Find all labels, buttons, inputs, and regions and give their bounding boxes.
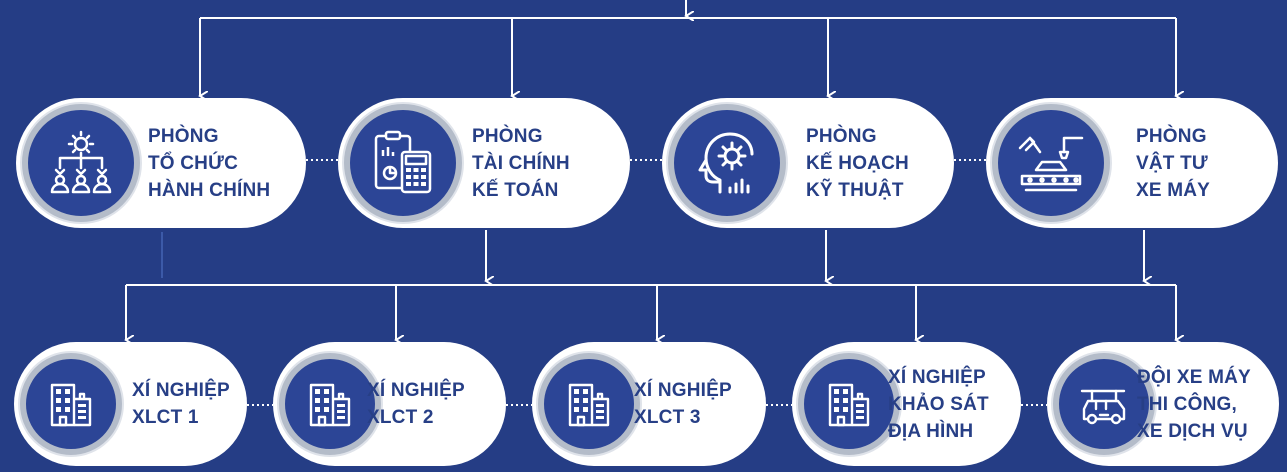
department-tckt-label: PHÒNG TÀI CHÍNH KẾ TOÁN	[472, 125, 570, 201]
department-tchc-label: PHÒNG TỔ CHỨC HÀNH CHÍNH	[148, 125, 271, 201]
truck-icon	[1080, 389, 1126, 425]
unit-xlct3-label: XÍ NGHIỆP XLCT 3	[634, 380, 732, 428]
unit-ksdh[interactable]: XÍ NGHIỆP KHẢO SÁT ĐỊA HÌNH	[792, 342, 1021, 466]
department-tchc[interactable]: PHÒNG TỔ CHỨC HÀNH CHÍNH	[16, 98, 306, 228]
department-tckt[interactable]: PHÒNG TÀI CHÍNH KẾ TOÁN	[338, 98, 630, 228]
org-structure-icon	[50, 130, 112, 194]
building-icon	[309, 383, 351, 427]
unit-xlct2[interactable]: XÍ NGHIỆP XLCT 2	[273, 342, 506, 466]
building-icon	[828, 383, 870, 427]
unit-xlct3[interactable]: XÍ NGHIỆP XLCT 3	[532, 342, 766, 466]
accounting-icon	[374, 130, 432, 194]
unit-xlct2-label: XÍ NGHIỆP XLCT 2	[367, 380, 465, 428]
unit-dxm[interactable]: ĐỘI XE MÁY THI CÔNG, XE DỊCH VỤ	[1047, 342, 1279, 466]
building-icon	[568, 383, 610, 427]
unit-xlct1-label: XÍ NGHIỆP XLCT 1	[132, 380, 230, 428]
head-gear-icon	[698, 132, 754, 194]
unit-dxm-label: ĐỘI XE MÁY THI CÔNG, XE DỊCH VỤ	[1137, 366, 1251, 442]
robot-arm-icon	[1018, 136, 1084, 192]
department-khkt[interactable]: PHÒNG KẾ HOẠCH KỸ THUẬT	[662, 98, 954, 228]
department-vtxm[interactable]: PHÒNG VẬT TƯ XE MÁY	[986, 98, 1278, 228]
building-icon	[50, 383, 92, 427]
department-vtxm-label: PHÒNG VẬT TƯ XE MÁY	[1136, 125, 1211, 201]
unit-ksdh-label: XÍ NGHIỆP KHẢO SÁT ĐỊA HÌNH	[888, 366, 989, 442]
unit-xlct1[interactable]: XÍ NGHIỆP XLCT 1	[14, 342, 247, 466]
department-khkt-label: PHÒNG KẾ HOẠCH KỸ THUẬT	[806, 125, 909, 201]
